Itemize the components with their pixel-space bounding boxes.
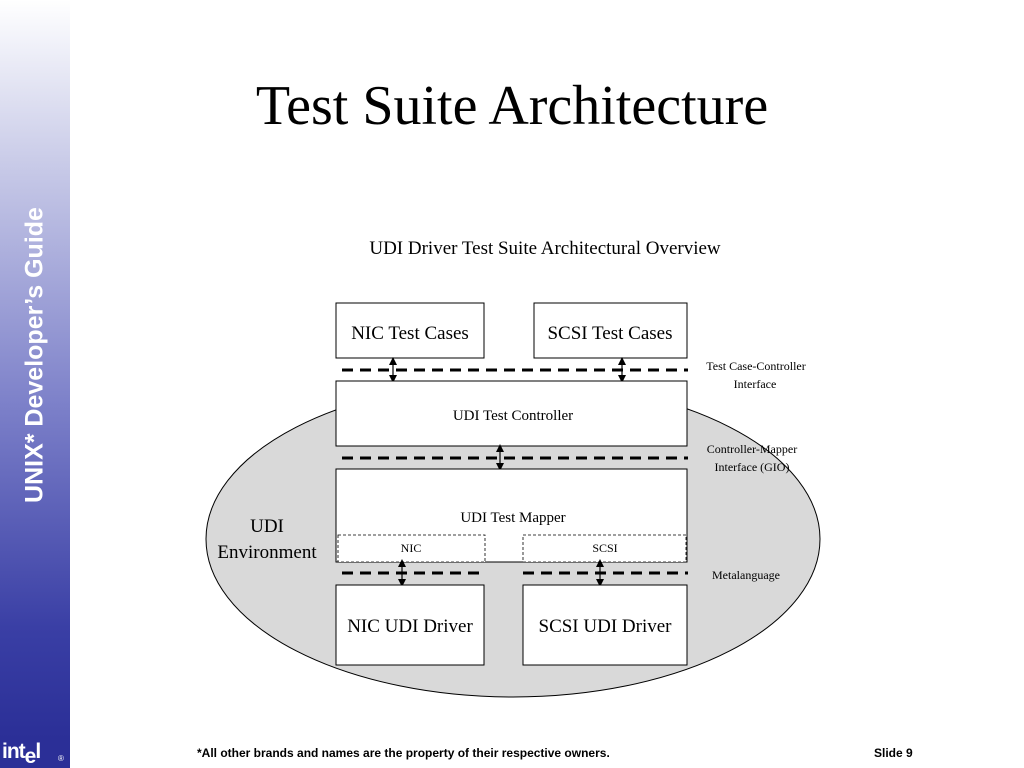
nic-test-cases-label: NIC Test Cases (351, 323, 469, 344)
mapper-scsi-label: SCSI (592, 541, 617, 555)
sidebar-banner: UNIX* Developer’s Guide (0, 0, 70, 738)
interface1-label-line1: Test Case-Controller (706, 359, 805, 373)
environment-label-line1: UDI (250, 516, 284, 537)
logo-background (0, 738, 70, 768)
interface2-label-line2: Interface (GIO) (715, 460, 790, 474)
intel-logo: intel (2, 740, 41, 768)
logo-text-a: int (2, 740, 26, 763)
registered-mark: ® (58, 754, 64, 763)
diagram-subtitle: UDI Driver Test Suite Architectural Over… (369, 238, 721, 259)
nic-test-cases-box (335, 302, 485, 359)
test-mapper-label: UDI Test Mapper (460, 510, 565, 526)
slide-number: Slide 9 (874, 746, 913, 760)
environment-label-line2: Environment (217, 542, 317, 563)
slide-title: Test Suite Architecture (255, 75, 769, 137)
interface1-label-line2: Interface (734, 377, 777, 391)
footer-trademark-note: *All other brands and names are the prop… (197, 746, 610, 760)
interface3-label: Metalanguage (712, 568, 780, 582)
scsi-driver-box (522, 584, 688, 666)
test-controller-label: UDI Test Controller (453, 408, 573, 424)
interface2-label-line1: Controller-Mapper (707, 442, 797, 456)
mapper-scsi-section (522, 534, 687, 563)
logo-text-b: l (35, 740, 41, 763)
scsi-driver-label: SCSI UDI Driver (539, 616, 673, 637)
scsi-test-cases-box (533, 302, 688, 359)
logo-text-e: e (24, 745, 37, 768)
nic-driver-label: NIC UDI Driver (347, 616, 473, 637)
mapper-nic-section (337, 534, 486, 563)
test-controller-box (335, 380, 688, 447)
scsi-test-cases-label: SCSI Test Cases (547, 323, 672, 344)
nic-driver-box (335, 584, 485, 666)
mapper-nic-label: NIC (401, 541, 422, 555)
